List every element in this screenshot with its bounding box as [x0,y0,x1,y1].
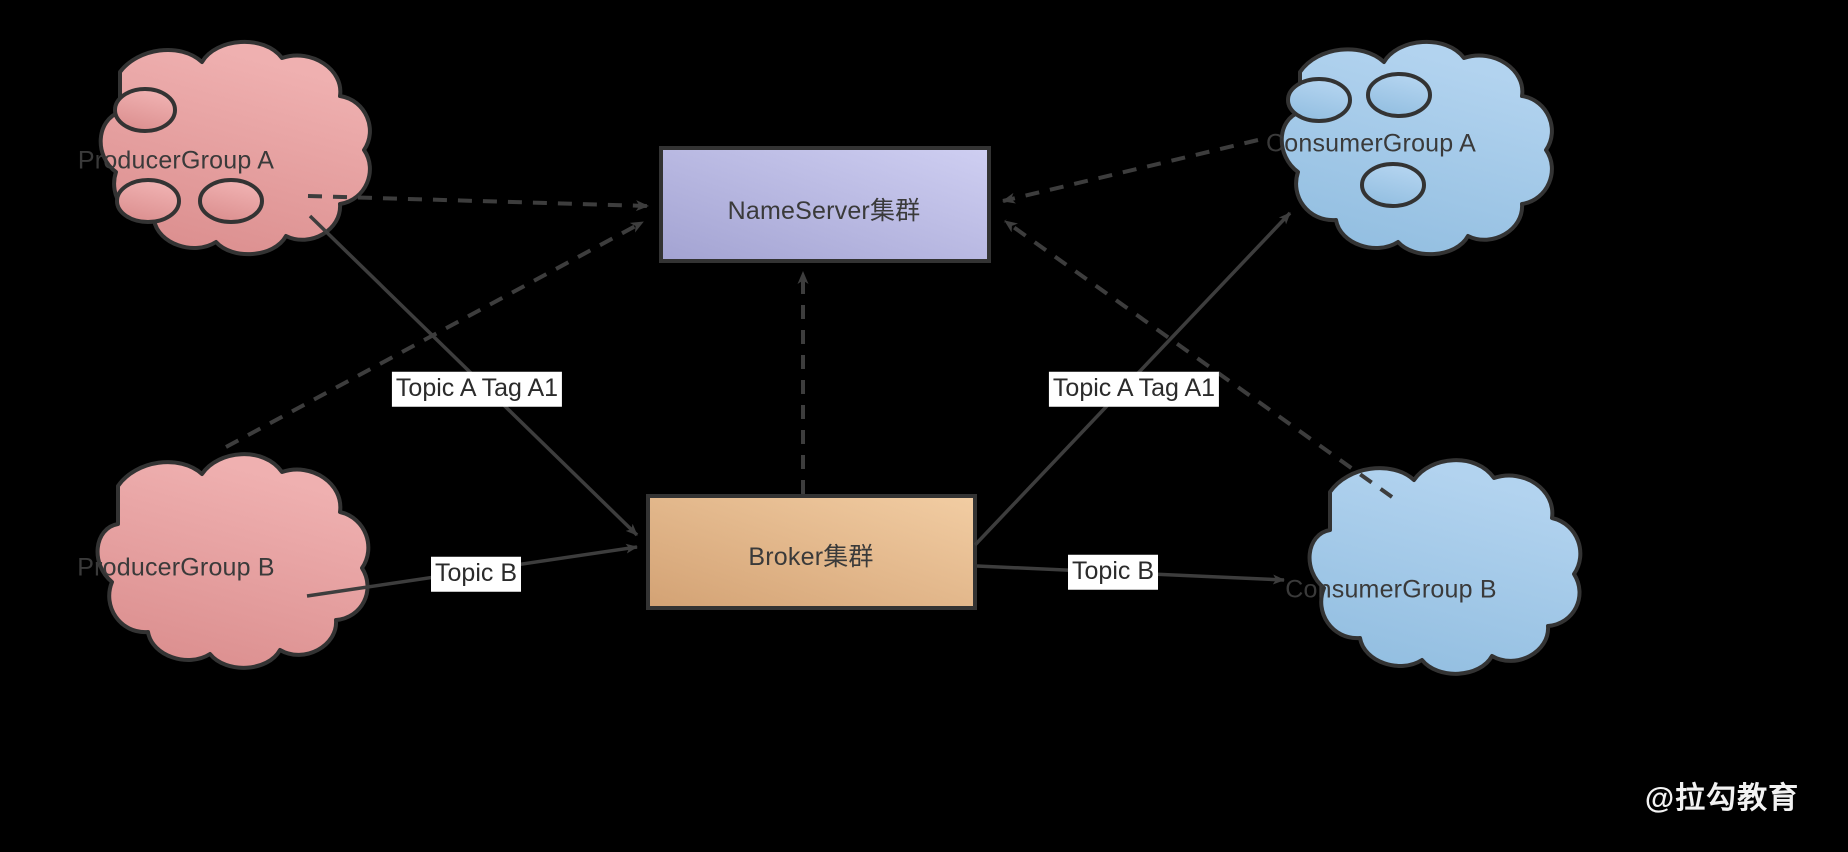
edge-label-topic-b-left: Topic B [431,556,521,592]
node-consumer-group-a[interactable] [1279,39,1554,256]
edge-label-topic-a-tag-a1-left: Topic A Tag A1 [391,371,563,407]
edge-label-topic-a-tag-a1-right: Topic A Tag A1 [1048,371,1220,407]
edge-producer-a-to-nameserver [307,194,649,212]
node-producer-group-b[interactable] [95,452,371,670]
node-nameserver-cluster[interactable] [659,146,991,263]
edge-consumer-a-to-nameserver [1002,138,1259,204]
watermark: @拉勾教育 [1644,782,1800,815]
node-consumer-group-b[interactable] [1307,458,1583,676]
node-producer-group-a[interactable] [98,39,372,256]
edge-label-topic-b-right: Topic B [1068,554,1158,590]
node-broker-cluster[interactable] [646,494,977,610]
edge-consumer-b-to-nameserver [1003,219,1394,499]
edge-producer-b-to-nameserver [225,220,644,449]
